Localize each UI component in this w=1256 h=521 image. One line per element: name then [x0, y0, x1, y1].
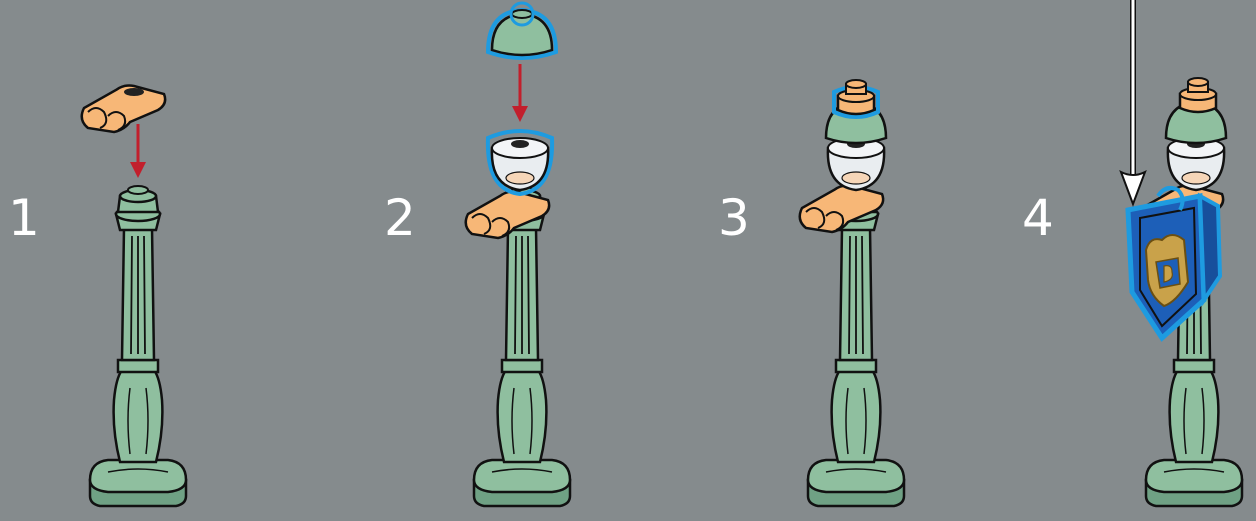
dome-part	[488, 3, 556, 58]
bracket-part	[82, 86, 165, 133]
lamp-post	[808, 186, 904, 506]
globe-part	[828, 138, 884, 190]
white-arrow-head	[1121, 172, 1145, 204]
step-number-4: 4	[1022, 193, 1054, 243]
red-arrow-head	[512, 106, 528, 122]
red-arrow-head	[130, 162, 146, 178]
step-number-2: 2	[384, 193, 416, 243]
lamp-post	[90, 186, 186, 506]
cap-part	[834, 80, 878, 117]
globe-part	[1168, 138, 1224, 190]
step-number-1: 1	[8, 193, 40, 243]
step-3-assembly	[800, 80, 904, 506]
step-number-3: 3	[718, 193, 750, 243]
cap-part	[1180, 78, 1216, 112]
globe-part	[488, 131, 552, 194]
step-4-assembly	[1121, 0, 1242, 506]
step-1-assembly	[82, 86, 186, 507]
step-2-assembly	[466, 3, 570, 506]
